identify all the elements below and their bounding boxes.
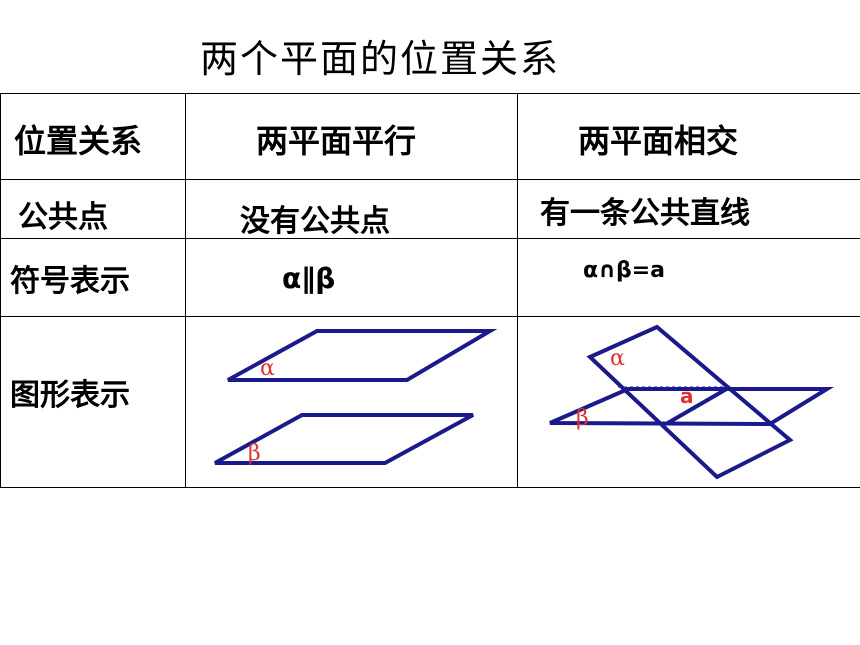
row-divider-1 <box>0 179 860 180</box>
plane-beta-outline <box>214 413 474 465</box>
intersecting-planes-figure: α β a <box>549 324 835 480</box>
header-position-relation: 位置关系 <box>14 122 143 160</box>
table-bottom-border <box>0 487 860 488</box>
header-parallel: 两平面平行 <box>256 122 417 160</box>
plane-alpha-label: α <box>260 356 275 381</box>
row-figure-label: 图形表示 <box>10 378 130 413</box>
intersection-line-a <box>664 385 732 426</box>
column-divider-2 <box>517 93 518 487</box>
parallel-common-point: 没有公共点 <box>240 204 390 239</box>
row-symbol-label: 符号表示 <box>10 264 130 299</box>
row-divider-2 <box>0 238 860 239</box>
table-left-border <box>0 93 1 487</box>
plane-beta-outline <box>549 387 835 427</box>
plane-alpha-label: α <box>610 346 625 371</box>
intersection-line-label: a <box>680 384 694 408</box>
table-top-border <box>0 93 860 94</box>
parallel-symbol: α∥β <box>282 262 336 295</box>
column-divider-1 <box>185 93 186 487</box>
page-title: 两个平面的位置关系 <box>200 37 561 81</box>
row-divider-3 <box>0 316 860 317</box>
plane-alpha-outline <box>586 324 794 480</box>
header-intersect: 两平面相交 <box>578 122 739 160</box>
intersect-symbol: α∩β=a <box>583 258 666 283</box>
plane-beta-label: β <box>248 441 261 466</box>
plane-beta-label: β <box>576 406 589 431</box>
intersect-common-point: 有一条公共直线 <box>540 196 750 231</box>
row-common-point-label: 公共点 <box>18 200 108 235</box>
plane-alpha-outline <box>227 329 498 382</box>
parallel-planes-figure: α β <box>214 329 498 466</box>
